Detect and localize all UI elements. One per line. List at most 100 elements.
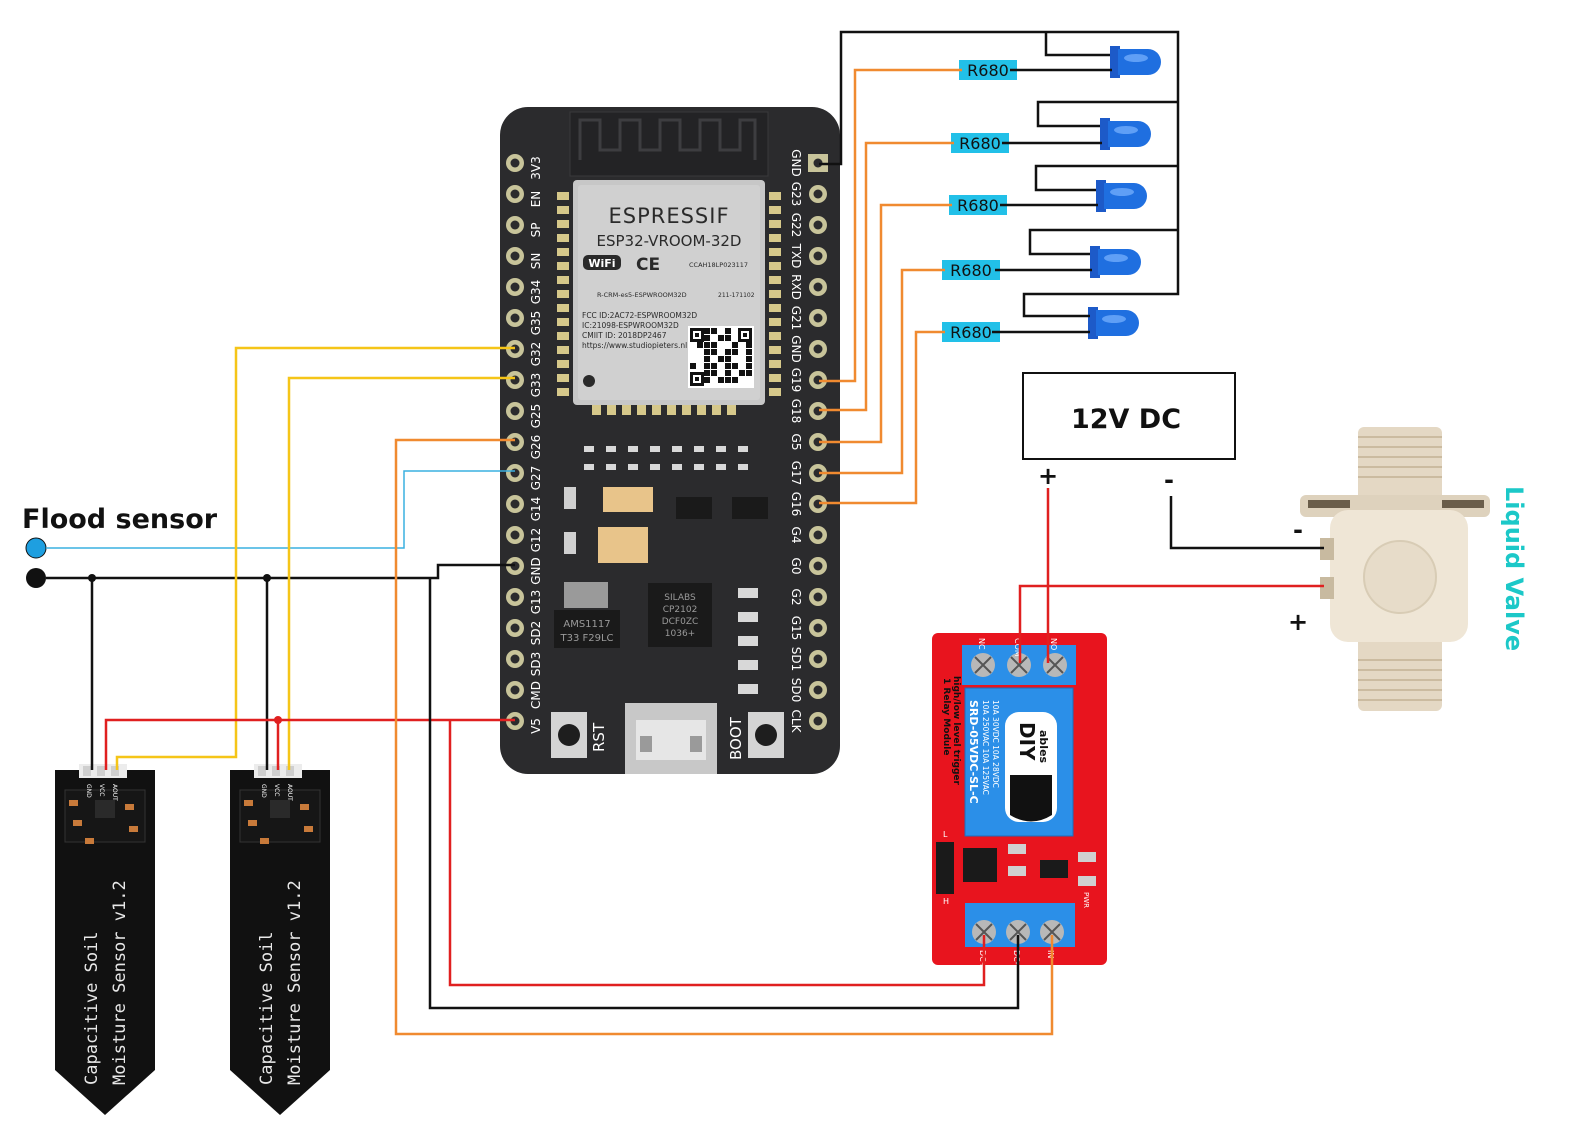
wire-12v-minus <box>1169 496 1324 550</box>
pin-label-right: G17 <box>789 461 803 486</box>
cmiit-id: CMIIT ID: 2018DP2467 <box>582 331 667 340</box>
soil-sensor-line-2: Moisture Sensor v1.2 <box>110 880 130 1085</box>
usb-chip-label-4: 1036+ <box>665 629 695 639</box>
usb-chip-label-2: CP2102 <box>663 605 698 615</box>
led-1 <box>1110 46 1161 78</box>
pin-label-left: G13 <box>529 590 543 615</box>
logo-ables: ables <box>1037 730 1050 764</box>
resistor-label: R680 <box>967 61 1009 80</box>
relay-terminal-label: COM <box>1013 638 1022 657</box>
resistor-3: R680 <box>949 195 1007 215</box>
flood-sensor-probe-ground <box>26 568 46 588</box>
soil-sensor-line-2: Moisture Sensor v1.2 <box>285 880 305 1085</box>
pin-label-right: SD1 <box>789 647 803 672</box>
power-supply: 12V DC + - <box>1022 372 1236 494</box>
led-2 <box>1100 118 1151 150</box>
pin-label-left: 3V3 <box>529 156 543 179</box>
usb-chip-label-3: DCF0ZC <box>662 617 699 627</box>
esp32-board: ESPRESSIF ESP32-VROOM-32D WiFi CE CCAH18… <box>500 107 840 774</box>
soil-pin-label: GND <box>260 784 267 798</box>
relay-terminal-label: DC- <box>1012 950 1021 965</box>
wire-g5-led3 <box>819 203 952 444</box>
pin-label-left: G26 <box>529 435 543 460</box>
wire-led-rail-3 <box>1034 164 1178 192</box>
relay-terminal-label: DC+ <box>978 950 987 968</box>
pin-label-left: G34 <box>529 280 543 305</box>
pin-label-right: GND <box>789 149 803 177</box>
wire-flood-signal <box>46 470 515 549</box>
led-4 <box>1090 246 1141 278</box>
resistor-label: R680 <box>959 134 1001 153</box>
pin-label-right: G0 <box>789 558 803 575</box>
resistor-2: R680 <box>951 133 1009 153</box>
pin-label-right: G18 <box>789 399 803 424</box>
pin-label-right: G23 <box>789 182 803 207</box>
relay-terminal-label: NO <box>1049 638 1058 650</box>
relay-terminal-label: IN <box>1046 950 1055 958</box>
fcc-id: FCC ID:2AC72-ESPWROOM32D <box>582 311 697 320</box>
pin-label-right: G19 <box>789 368 803 393</box>
boot-label: BOOT <box>727 716 745 760</box>
valve-plus-label: + <box>1288 608 1308 636</box>
relay-line-3: SRD-05VDC-SL-C <box>967 700 980 804</box>
diyables-logo: DIY ables <box>1005 712 1057 822</box>
regulator-chip <box>554 610 620 648</box>
wire-led-rail-5 <box>1022 292 1155 318</box>
wire-g19-led1 <box>819 68 962 383</box>
soil-pin-label: VCC <box>98 784 105 796</box>
resistor-label: R680 <box>957 196 999 215</box>
regulator-label-2: T33 F29LC <box>559 633 613 644</box>
wire-led-ground <box>819 30 1180 296</box>
regulator-label-1: AMS1117 <box>563 619 610 630</box>
resistor-label: R680 <box>950 323 992 342</box>
wire-relay-gnd <box>428 578 1020 1010</box>
kc-small: 211-171102 <box>718 292 755 299</box>
flood-sensor-probe-signal <box>25 537 47 559</box>
wire-relay-vcc <box>448 720 986 987</box>
pin-label-left: G14 <box>529 497 543 522</box>
led-3 <box>1096 180 1147 212</box>
pin-label-left: G33 <box>529 373 543 398</box>
pin-label-right: G16 <box>789 492 803 517</box>
wire-soil1-aout <box>115 346 515 770</box>
pin-label-left: SD2 <box>529 621 543 646</box>
wifi-text: WiFi <box>588 257 615 270</box>
pin-label-right: G5 <box>789 434 803 451</box>
esp32-model: ESP32-VROOM-32D <box>597 232 742 250</box>
pin-label-right: G21 <box>789 306 803 331</box>
usb-chip-label-1: SILABS <box>664 593 696 603</box>
pin-label-left: SD3 <box>529 652 543 677</box>
power-plus-label: + <box>1038 462 1058 490</box>
qr-code <box>688 326 754 388</box>
pin-label-left: G27 <box>529 466 543 491</box>
pin-label-left: V5 <box>529 718 543 734</box>
esp32-brand: ESPRESSIF <box>608 204 729 228</box>
pin-label-left: CMD <box>529 681 543 709</box>
wire-led-rail-1 <box>1044 32 1110 57</box>
rst-label: RST <box>590 722 608 752</box>
pin-label-right: G22 <box>789 213 803 238</box>
valve-minus-label: - <box>1293 516 1303 544</box>
power-minus-label: - <box>1164 466 1174 494</box>
soil-pin-label: AOUT <box>111 784 118 801</box>
wire-5v-bus <box>104 718 515 770</box>
pin-label-right: GND <box>789 335 803 363</box>
wire-g17-led4 <box>819 268 945 475</box>
wire-ground-bus <box>46 563 515 580</box>
led-5 <box>1088 307 1139 339</box>
resistor-1: R680 <box>959 60 1017 80</box>
pin-label-right: G15 <box>789 616 803 641</box>
esp32-url: https://www.studiopieters.nl <box>582 341 687 350</box>
wire-soil2-aout <box>287 376 515 770</box>
relay-line-5: 10A 30VDC 10A 28VDC <box>991 700 1000 788</box>
valve-title: Liquid Valve <box>1500 486 1528 651</box>
wire-relay-com-valve <box>1018 584 1324 663</box>
jumper-h: H <box>943 897 949 906</box>
pin-label-left: SN <box>529 253 543 270</box>
pin-label-left: GND <box>529 557 543 585</box>
pin-label-left: G25 <box>529 404 543 429</box>
cert-code: CCAH18LP023117 <box>689 261 748 269</box>
resistor-5: R680 <box>942 322 1000 342</box>
